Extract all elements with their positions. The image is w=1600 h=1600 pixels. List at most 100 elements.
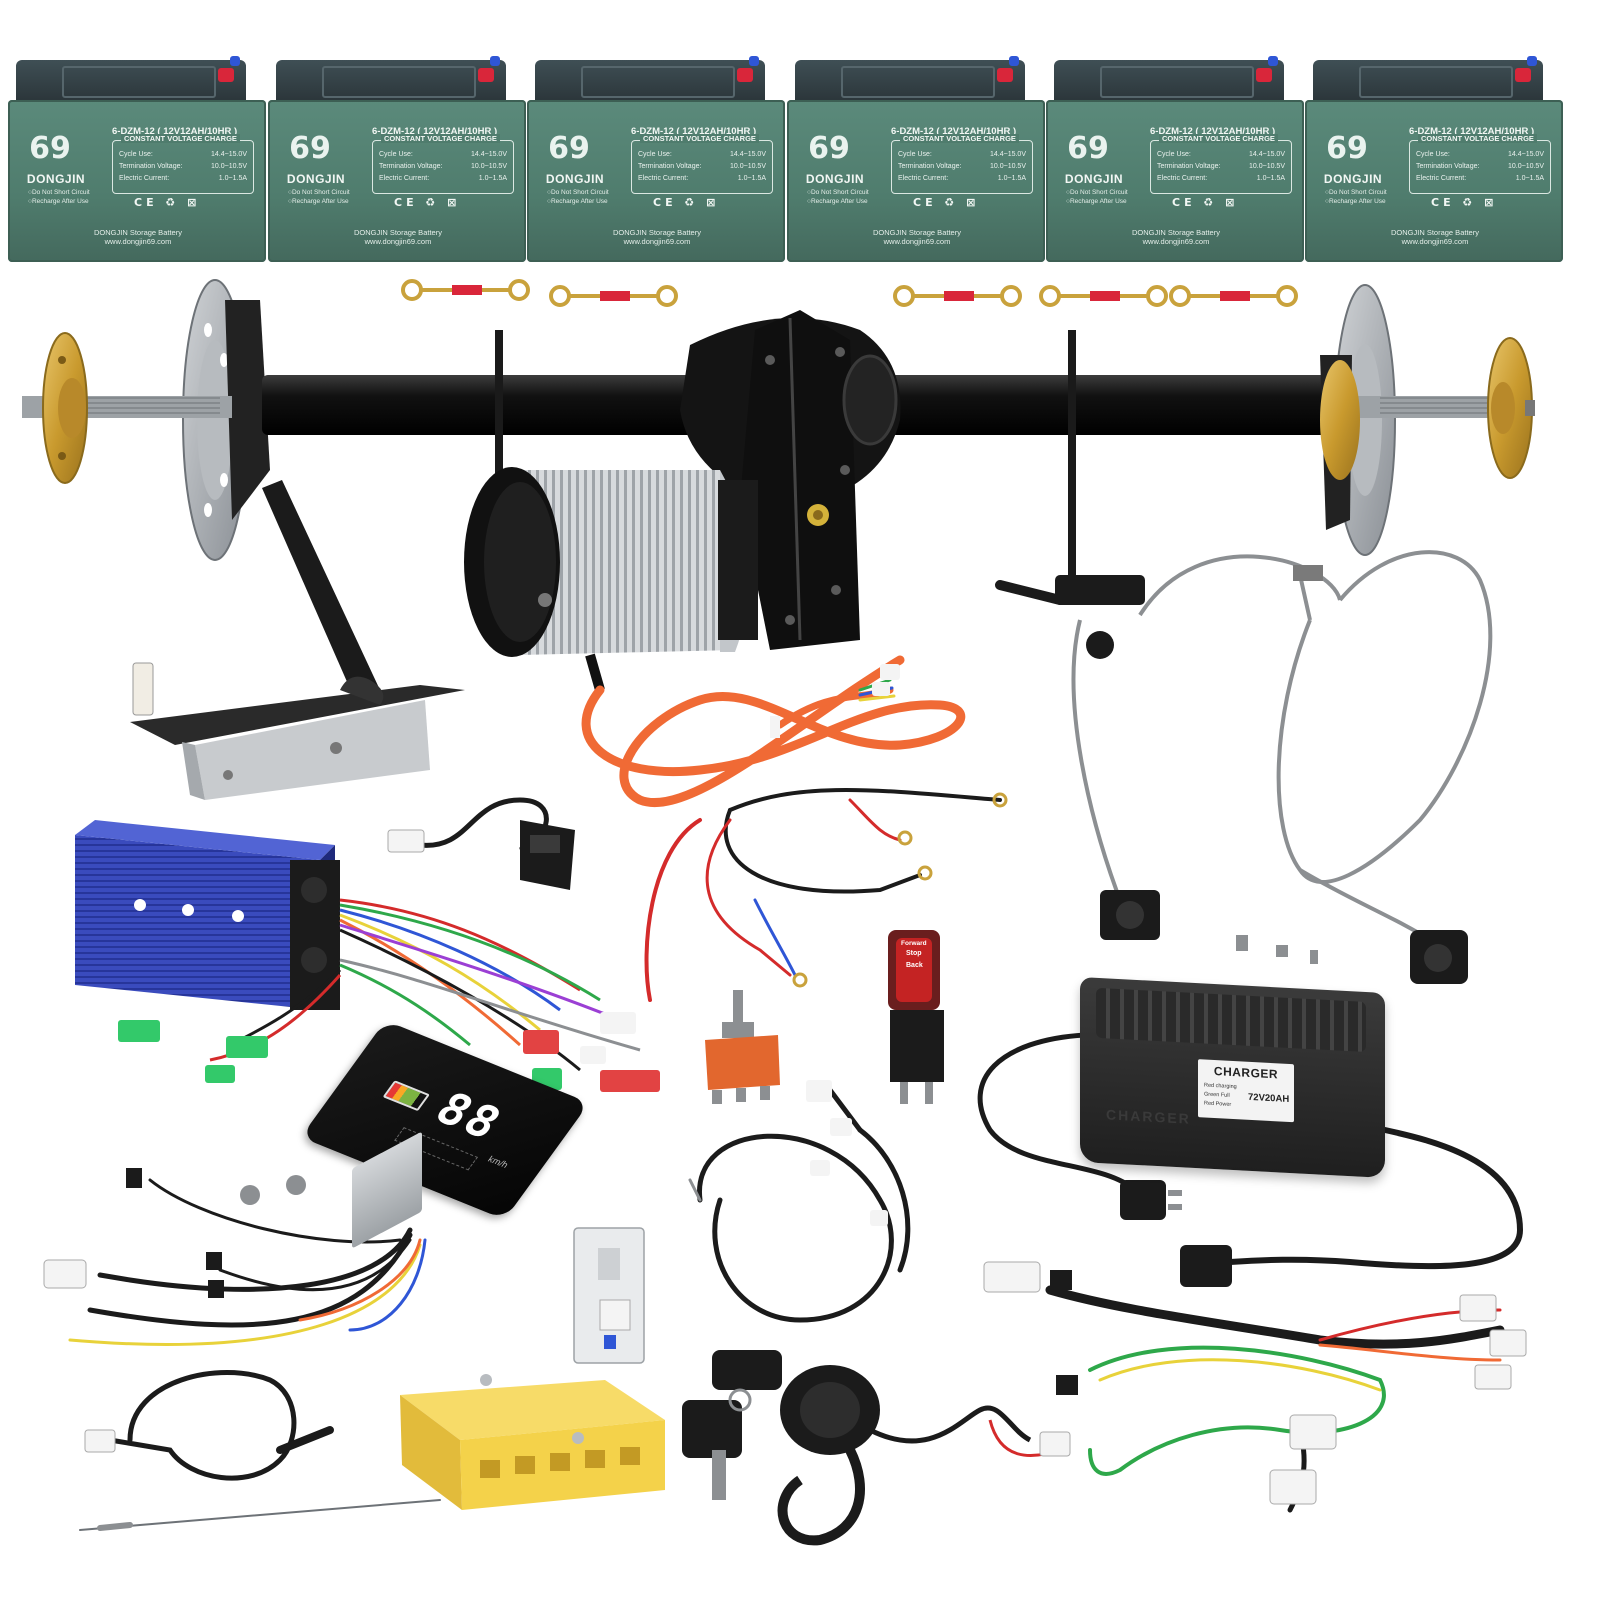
- battery-cert-marks: CE ♻ ⊠: [394, 196, 461, 209]
- battery-terminal-positive: [478, 68, 494, 82]
- battery-brand: DONGJIN: [545, 172, 605, 186]
- battery-terminal-negative: [490, 56, 500, 66]
- terminal-block: [400, 1374, 665, 1510]
- battery-spec-row: Cycle Use:14.4~15.0V: [638, 151, 766, 158]
- charger-led-legend: Red charging Green Full Red Power: [1204, 1082, 1237, 1111]
- battery-panel-title: CONSTANT VOLTAGE CHARGE: [381, 134, 500, 143]
- battery-warnings: ○Do Not Short Circuit○Recharge After Use: [547, 189, 609, 205]
- battery-brand: DONGJIN: [286, 172, 346, 186]
- battery-spec-row: Termination Voltage:10.0~10.5V: [119, 163, 247, 170]
- battery-warnings: ○Do Not Short Circuit○Recharge After Use: [28, 189, 90, 205]
- charger-title: CHARGER: [1213, 1064, 1279, 1082]
- battery-lid: [1054, 60, 1284, 104]
- battery-logo: 69: [1067, 131, 1109, 166]
- battery-model: 6-DZM-12 ( 12V12AH/10HR ): [1150, 126, 1276, 137]
- speed-unit: km/h: [486, 1154, 511, 1170]
- battery-logo: 69: [808, 131, 850, 166]
- battery-panel-title: CONSTANT VOLTAGE CHARGE: [121, 134, 240, 143]
- battery-spec-row: Cycle Use:14.4~15.0V: [119, 151, 247, 158]
- motor-controller: [75, 820, 660, 1092]
- battery-link-cables: [401, 279, 1298, 307]
- battery-terminal-negative: [1268, 56, 1278, 66]
- battery-terminal-positive: [997, 68, 1013, 82]
- battery-spec-row: Cycle Use:14.4~15.0V: [1157, 151, 1285, 158]
- battery-spec-panel: CONSTANT VOLTAGE CHARGE Cycle Use:14.4~15…: [112, 134, 254, 194]
- battery-spec-panel: CONSTANT VOLTAGE CHARGE Cycle Use:14.4~15…: [1409, 134, 1551, 194]
- battery-spec-row: Cycle Use:14.4~15.0V: [898, 151, 1026, 158]
- battery-brand: DONGJIN: [805, 172, 865, 186]
- battery-terminal-positive: [1515, 68, 1531, 82]
- motor-power-cable: [581, 655, 966, 807]
- battery-logo: 69: [289, 131, 331, 166]
- battery-spec-row: Termination Voltage:10.0~10.5V: [1416, 163, 1544, 170]
- battery-lid: [535, 60, 765, 104]
- battery-terminal-positive: [1256, 68, 1272, 82]
- battery-warnings: ○Do Not Short Circuit○Recharge After Use: [807, 189, 869, 205]
- charger-label: CHARGER Red charging Green Full Red Powe…: [1198, 1059, 1294, 1123]
- ignition-harness: [688, 1080, 911, 1323]
- battery-warnings: ○Do Not Short Circuit○Recharge After Use: [1066, 189, 1128, 205]
- speed-readout: 88: [425, 1082, 514, 1150]
- battery-logo: 69: [29, 131, 71, 166]
- battery-level-icon: [382, 1080, 430, 1112]
- battery-logo: 69: [1326, 131, 1368, 166]
- charger-emboss: CHARGER: [1106, 1106, 1191, 1127]
- battery-spec-row: Termination Voltage:10.0~10.5V: [638, 163, 766, 170]
- shift-forward-label: Forward: [901, 940, 927, 947]
- battery-spec-row: Electric Current:1.0~1.5A: [898, 175, 1026, 182]
- charger-cables: [977, 1032, 1524, 1287]
- brake-switch-harness: [79, 1370, 441, 1531]
- battery-terminal-negative: [1527, 56, 1537, 66]
- charger-ribs: [1096, 987, 1366, 1052]
- battery-harness-cable: [644, 788, 1008, 1002]
- battery-panel-title: CONSTANT VOLTAGE CHARGE: [1159, 134, 1278, 143]
- battery-cert-marks: CE ♻ ⊠: [913, 196, 980, 209]
- battery-brand: DONGJIN: [1323, 172, 1383, 186]
- forward-reverse-toggle: [705, 990, 780, 1104]
- battery-brand: DONGJIN: [26, 172, 86, 186]
- battery-panel-title: CONSTANT VOLTAGE CHARGE: [1418, 134, 1537, 143]
- battery-terminal-negative: [749, 56, 759, 66]
- shift-stop-label: Stop: [906, 950, 922, 957]
- battery-model: 6-DZM-12 ( 12V12AH/10HR ): [112, 126, 238, 137]
- battery-spec-row: Electric Current:1.0~1.5A: [1416, 175, 1544, 182]
- battery-lid: [16, 60, 246, 104]
- battery-spec-row: Electric Current:1.0~1.5A: [1157, 175, 1285, 182]
- battery-spec-panel: CONSTANT VOLTAGE CHARGE Cycle Use:14.4~15…: [372, 134, 514, 194]
- battery-warnings: ○Do Not Short Circuit○Recharge After Use: [1325, 189, 1387, 205]
- display-harness: [43, 1168, 427, 1346]
- battery-model: 6-DZM-12 ( 12V12AH/10HR ): [891, 126, 1017, 137]
- battery-panel-title: CONSTANT VOLTAGE CHARGE: [900, 134, 1019, 143]
- rear-axle: [22, 279, 1535, 650]
- battery-cert-marks: CE ♻ ⊠: [653, 196, 720, 209]
- battery-cert-marks: CE ♻ ⊠: [134, 196, 201, 209]
- battery-panel-title: CONSTANT VOLTAGE CHARGE: [640, 134, 759, 143]
- battery-model: 6-DZM-12 ( 12V12AH/10HR ): [1409, 126, 1535, 137]
- shift-back-label: Back: [906, 962, 923, 969]
- battery-spec-row: Cycle Use:14.4~15.0V: [379, 151, 507, 158]
- battery-model: 6-DZM-12 ( 12V12AH/10HR ): [372, 126, 498, 137]
- battery-spec-panel: CONSTANT VOLTAGE CHARGE Cycle Use:14.4~15…: [631, 134, 773, 194]
- battery-terminal-negative: [230, 56, 240, 66]
- battery-spec-row: Electric Current:1.0~1.5A: [638, 175, 766, 182]
- shift-switch: [888, 930, 944, 1104]
- brushless-motor: [464, 467, 758, 692]
- battery-spec-row: Cycle Use:14.4~15.0V: [1416, 151, 1544, 158]
